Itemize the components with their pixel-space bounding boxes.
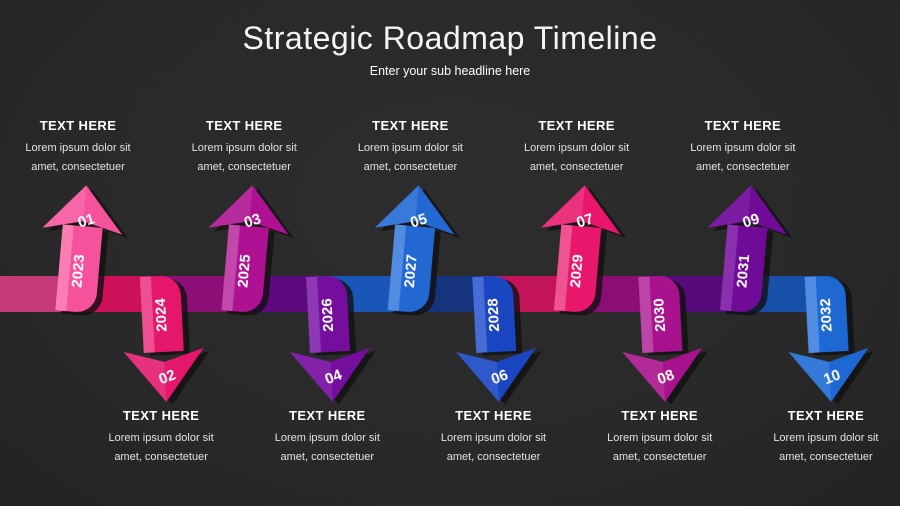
page-title: Strategic Roadmap Timeline xyxy=(242,20,658,56)
arrow-number: 07 xyxy=(574,210,595,231)
item-heading: TEXT HERE xyxy=(122,408,200,423)
item-body-line: Lorem ipsum dolor sit xyxy=(690,142,796,154)
arrow-number: 08 xyxy=(655,366,677,388)
label-block-2026: TEXT HERE Lorem ipsum dolor sit amet, cons… xyxy=(242,408,412,467)
item-heading: TEXT HERE xyxy=(372,118,449,133)
label-block-2031: TEXT HERE Lorem ipsum dolor sit amet, cons… xyxy=(658,118,828,177)
arrow-number: 03 xyxy=(242,210,263,231)
item-body-line: Lorem ipsum dolor sit xyxy=(191,142,297,154)
item-heading: TEXT HERE xyxy=(289,408,366,423)
arrow-year: 2032 xyxy=(817,298,836,332)
item-body-line: amet, consectetuer xyxy=(363,161,458,173)
arrow-year: 2023 xyxy=(68,254,88,289)
arrow-year: 2025 xyxy=(235,254,255,289)
timeline-arrow-01-up: 01 2023 xyxy=(42,185,123,312)
arrow-year: 2024 xyxy=(152,297,171,332)
item-body-line: amet, consectetuer xyxy=(197,161,291,173)
arrow-year: 2029 xyxy=(567,254,587,289)
label-block-2030: TEXT HERE Lorem ipsum dolor sit amet, cons… xyxy=(575,408,745,467)
label-block-2028: TEXT HERE Lorem ipsum dolor sit amet, cons… xyxy=(409,408,579,467)
item-body-line: Lorem ipsum dolor sit xyxy=(25,142,131,154)
item-body-line: amet, consectetuer xyxy=(612,451,707,463)
item-body-line: Lorem ipsum dolor sit xyxy=(607,432,713,444)
item-heading: TEXT HERE xyxy=(787,408,865,423)
arrow-number: 10 xyxy=(821,366,843,388)
item-body-line: amet, consectetuer xyxy=(696,161,790,173)
label-block-2032: TEXT HERE Lorem ipsum dolor sit amet, cons… xyxy=(741,408,900,467)
item-body-line: amet, consectetuer xyxy=(114,451,208,463)
arrow-number: 01 xyxy=(76,210,97,231)
item-body-line: amet, consectetuer xyxy=(31,161,125,173)
page-subtitle: Enter your sub headline here xyxy=(369,64,531,78)
arrow-number: 04 xyxy=(323,366,345,388)
item-heading: TEXT HERE xyxy=(621,408,698,423)
item-body-line: Lorem ipsum dolor sit xyxy=(108,432,214,444)
item-body-line: Lorem ipsum dolor sit xyxy=(773,432,879,444)
timeline-arrow-04-down: 04 2026 xyxy=(289,276,370,402)
item-heading: TEXT HERE xyxy=(538,118,615,133)
item-body-line: amet, consectetuer xyxy=(280,451,375,463)
label-block-2023: TEXT HERE Lorem ipsum dolor sit amet, cons… xyxy=(0,118,163,177)
label-block-2027: TEXT HERE Lorem ipsum dolor sit amet, cons… xyxy=(325,118,495,177)
item-body-line: Lorem ipsum dolor sit xyxy=(274,432,380,444)
timeline-arrow-03-up: 03 2025 xyxy=(208,185,289,312)
label-block-2025: TEXT HERE Lorem ipsum dolor sit amet, cons… xyxy=(159,118,329,177)
label-block-2029: TEXT HERE Lorem ipsum dolor sit amet, cons… xyxy=(492,118,662,177)
arrow-year: 2026 xyxy=(318,298,337,332)
arrow-year: 2028 xyxy=(484,298,503,332)
item-body-line: Lorem ipsum dolor sit xyxy=(357,142,463,154)
timeline-arrow-06-down: 06 2028 xyxy=(456,276,537,402)
item-heading: TEXT HERE xyxy=(704,118,782,133)
arrow-year: 2031 xyxy=(733,254,753,289)
arrow-number: 02 xyxy=(156,366,178,388)
timeline-arrow-09-up: 09 2031 xyxy=(707,185,787,312)
item-heading: TEXT HERE xyxy=(39,118,117,133)
item-body-line: amet, consectetuer xyxy=(779,451,873,463)
item-heading: TEXT HERE xyxy=(205,118,283,133)
item-body-line: amet, consectetuer xyxy=(529,161,624,173)
timeline-arrow-10-down: 10 2032 xyxy=(788,276,869,402)
arrow-number: 05 xyxy=(408,210,429,231)
item-body-line: Lorem ipsum dolor sit xyxy=(440,432,547,444)
item-heading: TEXT HERE xyxy=(455,408,532,423)
item-body-line: amet, consectetuer xyxy=(446,451,541,463)
arrow-number: 09 xyxy=(741,210,762,231)
timeline-arrow-07-up: 07 2029 xyxy=(541,185,621,312)
label-block-2024: TEXT HERE Lorem ipsum dolor sit amet, cons… xyxy=(76,408,246,467)
arrow-year: 2027 xyxy=(401,254,421,289)
arrow-number: 06 xyxy=(489,366,511,388)
timeline-arrow-05-up: 05 2027 xyxy=(374,185,455,312)
item-body-line: Lorem ipsum dolor sit xyxy=(524,142,630,154)
arrow-year: 2030 xyxy=(651,298,670,332)
